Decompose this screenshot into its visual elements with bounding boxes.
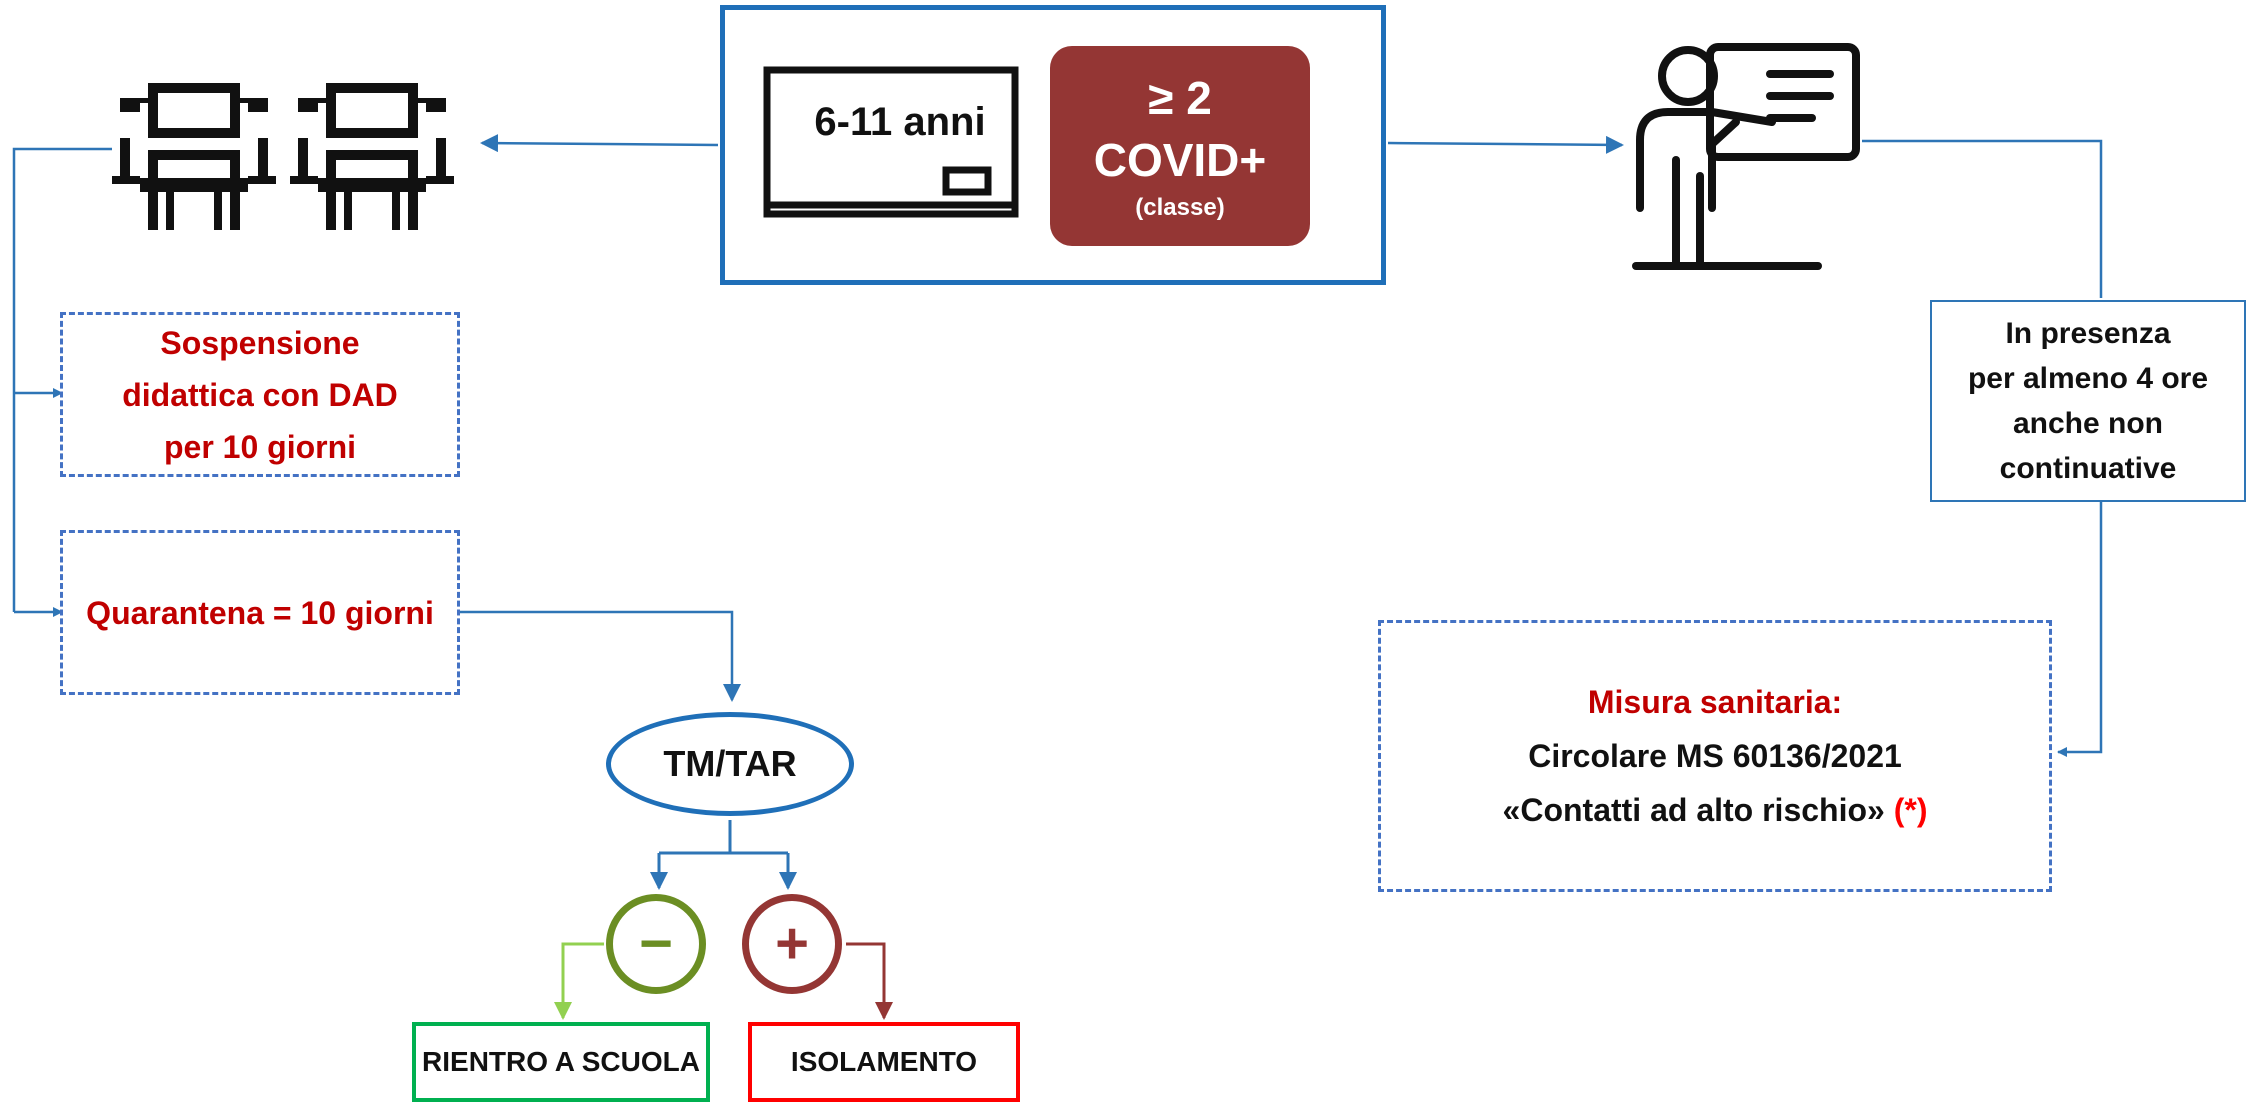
covid-count: ≥ 2 bbox=[1148, 72, 1212, 124]
arrow-to-teacher bbox=[1387, 135, 1624, 154]
presence-line: anche non bbox=[2012, 407, 2163, 440]
rientro-label: RIENTRO A SCUOLA bbox=[422, 1046, 700, 1077]
measure-title: Misura sanitaria: bbox=[1587, 684, 1843, 720]
isolamento-label: ISOLAMENTO bbox=[790, 1046, 978, 1077]
presence-line: per almeno 4 ore bbox=[1967, 362, 2209, 395]
teacher-to-presence-line bbox=[1862, 139, 2103, 298]
teacher-icon bbox=[1632, 43, 1860, 270]
test-label: TM/TAR bbox=[663, 743, 797, 784]
arrow-to-rientro bbox=[554, 942, 604, 1020]
school-desk-icon bbox=[112, 83, 276, 230]
school-desk-icon bbox=[290, 83, 454, 230]
quarantine-box: Quarantena = 10 giorni bbox=[60, 530, 460, 695]
measure-box: Misura sanitaria: Circolare MS 60136/202… bbox=[1378, 620, 2052, 892]
presence-line: In presenza bbox=[2005, 317, 2171, 350]
quarantine-label: Quarantena = 10 giorni bbox=[86, 594, 434, 631]
measure-note-marker: (*) bbox=[1893, 792, 1928, 828]
age-group-label: 6-11 anni bbox=[814, 100, 986, 144]
suspension-box: Sospensione didattica con DAD per 10 gio… bbox=[60, 312, 460, 477]
negative-result: − bbox=[606, 894, 706, 994]
presence-to-measure-arrow bbox=[2057, 502, 2103, 757]
suspension-line: per 10 giorni bbox=[163, 428, 357, 465]
rientro-box: RIENTRO A SCUOLA bbox=[412, 1022, 710, 1102]
minus-icon: − bbox=[639, 911, 673, 976]
arrow-to-isolamento bbox=[846, 942, 893, 1020]
positive-result: + bbox=[742, 894, 842, 994]
covid-scope: (classe) bbox=[1135, 194, 1225, 221]
suspension-line: didattica con DAD bbox=[122, 376, 398, 413]
arrow-to-desks bbox=[480, 134, 719, 153]
presence-box: In presenza per almeno 4 ore anche non c… bbox=[1930, 300, 2246, 502]
measure-line-2-text: «Contatti ad alto rischio» bbox=[1502, 792, 1885, 828]
presence-line: continuative bbox=[1999, 452, 2177, 485]
plus-icon: + bbox=[775, 911, 809, 976]
covid-label: COVID+ bbox=[1093, 134, 1267, 186]
covid-count-badge: ≥ 2 COVID+ (classe) bbox=[1050, 46, 1310, 246]
test-node: TM/TAR bbox=[606, 712, 854, 816]
measure-line-1: Circolare MS 60136/2021 bbox=[1528, 738, 1902, 774]
suspension-line: Sospensione bbox=[160, 324, 360, 361]
case-box bbox=[720, 5, 1386, 285]
isolamento-box: ISOLAMENTO bbox=[748, 1022, 1020, 1102]
left-bracket-line bbox=[12, 147, 112, 612]
blackboard-icon bbox=[763, 66, 1019, 218]
measure-line-2: «Contatti ad alto rischio» (*) bbox=[1503, 783, 1928, 837]
arrow-to-test bbox=[458, 610, 741, 702]
